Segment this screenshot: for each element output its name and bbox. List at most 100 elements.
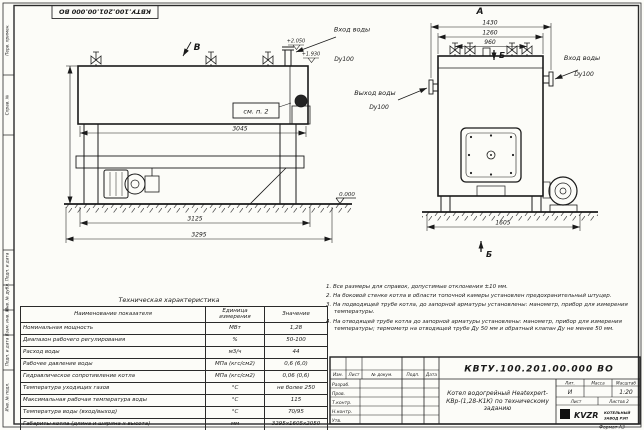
tech-characteristics: Техническая характеристика Наименование … (20, 296, 328, 430)
sig-utv: Утв. (332, 418, 341, 424)
table-row: Габариты котла (длина и ширина х высота)… (20, 417, 328, 430)
front-view-texts: А 1430 1260 960 1605 Б Б Выход воды Dy10… (354, 7, 600, 259)
cell-name: Температура воды (вход/выход) (20, 405, 206, 419)
tech-header-unit: Единица измерения (205, 306, 265, 323)
col-data: Дата (425, 372, 437, 378)
top-fittings (90, 51, 274, 66)
inlet-pipe (282, 46, 294, 66)
outlet-water-label: Выход воды (354, 89, 395, 97)
tech-table-title: Техническая характеристика (118, 296, 220, 304)
note-item: 1. Все размеры для справок, допустимые о… (326, 284, 508, 290)
cell-name: Гидравлическое сопротивление котла (20, 369, 206, 383)
burner-unit (103, 168, 160, 199)
view-marker-b: В (194, 43, 201, 53)
cell-name: Диапазон рабочего регулирования (20, 333, 206, 347)
band-label: Взам. инв. № (5, 307, 10, 336)
org-name-line2: ЗАВОД РЭП (604, 417, 628, 421)
band-label: Инв. № подл. (5, 383, 10, 412)
sig-prov: Пров. (332, 391, 345, 397)
massa-label: Масса (591, 381, 605, 386)
notes-block: 1. Все размеры для справок, допустимые о… (326, 284, 632, 335)
inlet-stub (543, 71, 554, 87)
col-podp: Подп. (406, 372, 419, 378)
side-view-texts: 3045 3125 3295 В см. п. 2 Вход воды Dy10… (187, 26, 370, 239)
cell-unit: МПа (кгс/см2) (205, 357, 265, 371)
tech-header-row: Наименование показателя Единица измерени… (20, 306, 328, 323)
cell-value: 3295х1605х2050 (264, 417, 328, 430)
inlet-water-dn: Dy100 (574, 71, 594, 78)
col-izm: Изм. (333, 372, 343, 378)
cell-unit: МВт (205, 321, 265, 335)
boiler-front-view (397, 23, 598, 252)
band-label: Подп. и дата (5, 252, 10, 281)
flue-fan (542, 176, 578, 213)
band-label: Справ. № (5, 94, 10, 115)
tech-header-value: Значение (264, 306, 328, 323)
note-item: 3. На подводящей трубе котла, до запорно… (326, 302, 628, 316)
kvzr-logo-text: KVZR (574, 411, 598, 420)
cell-unit: °С (205, 381, 265, 395)
band-label: Подп. и дата (5, 337, 10, 366)
tech-table: Наименование показателя Единица измерени… (20, 306, 328, 430)
lit-label: Лит. (564, 381, 575, 386)
tech-header-name: Наименование показателя (20, 306, 206, 323)
sig-nkontr: Н.контр. (332, 409, 352, 415)
cell-name: Максимальная рабочая температура воды (20, 393, 206, 407)
table-row: Расход воды м3/ч 44 (20, 345, 328, 359)
cell-value: 0,6 (6,0) (264, 357, 328, 371)
table-row: Диапазон рабочего регулирования % 50-100 (20, 333, 328, 347)
inlet-water-label: Вход воды (334, 26, 370, 34)
doc-number-rotated: КВТУ.100.201.00.000 ВО (58, 8, 151, 16)
cell-unit: °С (205, 405, 265, 419)
org-name-line1: КОТЕЛЬНЫЙ (604, 410, 630, 415)
doc-number: КВТУ.100.201.00.000 ВО (464, 365, 614, 375)
masshtab-value: 1:20 (619, 389, 633, 396)
format-label: Формат А3 (599, 425, 625, 430)
sig-razrab: Разраб. (332, 382, 350, 388)
furnace-door (460, 127, 522, 183)
cell-name: Расход воды (20, 345, 206, 359)
level-mid: +1.930 (302, 52, 321, 58)
product-title: Котел водогрейный Heatexpert-КВр-(1,28-К… (446, 389, 549, 413)
title-block-texts: Изм. Лист № докум. Подп. Дата Разраб. Пр… (332, 365, 636, 430)
boiler-side-view (64, 36, 356, 243)
kvzr-logo-mark (560, 409, 570, 419)
list-label: Лист (570, 399, 582, 404)
table-row: Гидравлическое сопротивление котла МПа (… (20, 369, 328, 383)
dim-1605: 1605 (495, 220, 510, 227)
cell-name: Номинальная мощность (20, 321, 206, 335)
band-label: Перв. примен. (5, 24, 10, 55)
table-row: Максимальная рабочая температура воды °С… (20, 393, 328, 407)
cell-value: не более 250 (264, 381, 328, 395)
level-top: +2.050 (287, 39, 306, 45)
cell-unit: мм (205, 417, 265, 430)
cell-name: Габариты котла (длина и ширина х высота) (20, 417, 206, 430)
note-ref-label: см. п. 2 (243, 108, 268, 116)
view-label-a: А (476, 7, 484, 17)
cell-unit: м3/ч (205, 345, 265, 359)
cell-unit: % (205, 333, 265, 347)
cell-value: 44 (264, 345, 328, 359)
col-list: Лист (348, 372, 360, 378)
band-label: Инв. № дубл. (5, 283, 10, 312)
flue-outlet (294, 94, 308, 108)
table-row: Номинальная мощность МВт 1,28 (20, 321, 328, 335)
inlet-water-dn: Dy100 (334, 56, 354, 63)
cell-name: Рабочее давление воды (20, 357, 206, 371)
section-marker-b-top: Б (499, 51, 505, 60)
dim-3125: 3125 (187, 216, 202, 223)
dim-1430: 1430 (482, 20, 497, 27)
ground-hatching (422, 212, 598, 221)
outlet-stub (428, 79, 438, 95)
dim-3045: 3045 (232, 126, 247, 133)
table-row: Температура уходящих газов °С не более 2… (20, 381, 328, 395)
dim-3295: 3295 (191, 232, 206, 239)
lit-value: И (568, 389, 573, 396)
listov-label: Листов 2 (608, 399, 629, 404)
cell-unit: МПа (кгс/см2) (205, 369, 265, 383)
cell-unit: °С (205, 393, 265, 407)
section-marker-b-bottom: Б (486, 250, 492, 259)
ground-hatching (64, 204, 352, 213)
title-block-grid (329, 356, 641, 425)
